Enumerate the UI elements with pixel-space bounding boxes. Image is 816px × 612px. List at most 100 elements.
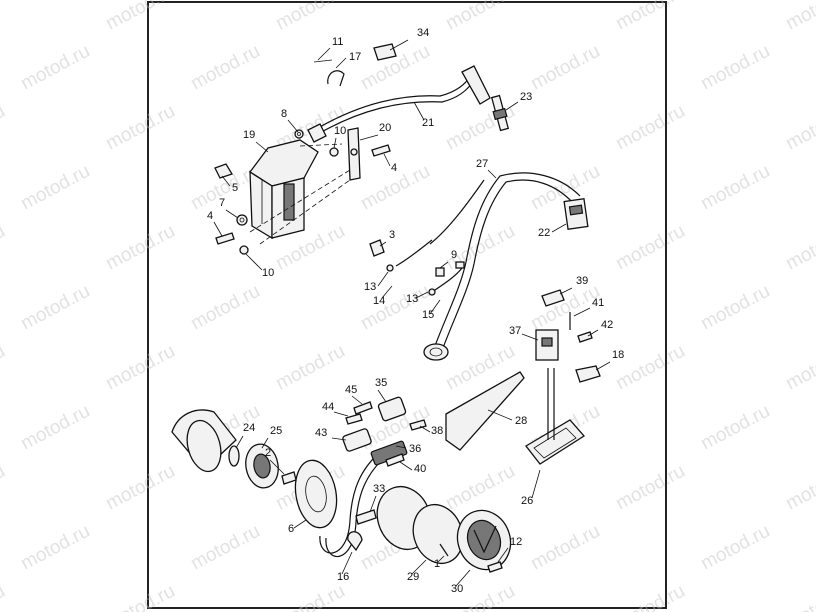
callout-38: 38 xyxy=(431,425,443,437)
leader-line xyxy=(221,175,231,187)
assembly-line xyxy=(259,179,351,245)
watermark-text: motod.ru xyxy=(697,41,773,95)
harness-leads xyxy=(386,239,465,296)
leader-line xyxy=(235,435,244,449)
watermark-text: motod.ru xyxy=(612,221,688,275)
leader-line xyxy=(399,461,413,471)
leader-line xyxy=(369,495,377,513)
watermark-text: motod.ru xyxy=(102,221,178,275)
leader-line xyxy=(551,223,567,233)
watermark-text: motod.ru xyxy=(17,161,93,215)
leader-line xyxy=(225,209,239,219)
spark-plug-boot xyxy=(461,65,491,105)
leader-line xyxy=(429,299,441,315)
callout-9: 9 xyxy=(451,249,457,261)
leader-line xyxy=(359,134,379,141)
watermark-text: motod.ru xyxy=(102,341,178,395)
callout-13: 13 xyxy=(406,293,418,305)
leader-line xyxy=(531,469,541,499)
leader-line xyxy=(587,329,599,337)
watermark-text: motod.ru xyxy=(102,101,178,155)
callout-4: 4 xyxy=(207,210,213,222)
callout-17: 17 xyxy=(349,51,361,63)
watermark-text: motod.ru xyxy=(102,0,178,34)
watermark-text: motod.ru xyxy=(782,0,816,34)
leader-line xyxy=(383,153,391,167)
cable-bracket xyxy=(373,43,397,61)
callout-19: 19 xyxy=(243,129,255,141)
leader-line xyxy=(333,137,337,149)
watermark-text: motod.ru xyxy=(0,0,9,34)
spark-plug xyxy=(490,94,510,132)
leader-line xyxy=(487,169,497,179)
watermark-text: motod.ru xyxy=(442,0,518,34)
callout-6: 6 xyxy=(288,523,294,535)
screw xyxy=(281,471,297,485)
timing-cover xyxy=(456,509,512,571)
watermark-text: motod.ru xyxy=(0,221,9,275)
leader-line xyxy=(255,141,269,153)
terminal xyxy=(409,419,427,431)
pin xyxy=(439,543,449,557)
watermark-text: motod.ru xyxy=(697,521,773,575)
callout-30: 30 xyxy=(451,583,463,595)
stator xyxy=(294,459,338,529)
callout-15: 15 xyxy=(422,309,434,321)
leader-line xyxy=(413,101,425,121)
leader-line xyxy=(559,287,573,295)
leader-line xyxy=(331,437,347,441)
boot xyxy=(214,163,233,179)
crankcase-cover xyxy=(171,409,237,473)
watermark-text: motod.ru xyxy=(357,41,433,95)
spark-plug-cable xyxy=(317,79,475,135)
watermark-text: motod.ru xyxy=(442,221,518,275)
watermark-text: motod.ru xyxy=(17,41,93,95)
callout-44: 44 xyxy=(322,401,334,413)
screw xyxy=(369,239,385,257)
leader-line xyxy=(411,559,427,575)
watermark-text: motod.ru xyxy=(17,521,93,575)
callout-7: 7 xyxy=(219,197,225,209)
leader-line xyxy=(335,57,347,69)
watermark-text: motod.ru xyxy=(697,281,773,335)
retaining-clip xyxy=(347,531,363,552)
callout-20: 20 xyxy=(379,122,391,134)
watermark-text: motod.ru xyxy=(0,461,9,515)
callout-36: 36 xyxy=(409,443,421,455)
watermark-text: motod.ru xyxy=(782,341,816,395)
watermark-text: motod.ru xyxy=(782,461,816,515)
connector-cap xyxy=(541,289,565,307)
leader-line xyxy=(419,425,431,433)
main-wire-harness xyxy=(439,179,575,357)
screw xyxy=(371,144,391,157)
leader-line xyxy=(317,47,331,61)
leader-line xyxy=(287,119,299,133)
callout-10: 10 xyxy=(262,267,274,279)
coil-terminal-boot xyxy=(307,123,327,143)
leader-line xyxy=(377,271,389,287)
cable-clip xyxy=(313,59,345,87)
terminal xyxy=(385,453,405,467)
screw xyxy=(355,509,377,525)
leader-line xyxy=(521,333,539,341)
leader-line xyxy=(333,411,349,417)
callout-21: 21 xyxy=(422,117,434,129)
stator-plug xyxy=(342,428,372,452)
leader-line xyxy=(351,395,363,405)
watermark-text: motod.ru xyxy=(272,0,348,34)
leader-line xyxy=(497,547,509,563)
watermark-text: motod.ru xyxy=(272,341,348,395)
callout-24: 24 xyxy=(243,422,255,434)
regulator-bracket xyxy=(445,371,525,451)
watermark-text: motod.ru xyxy=(782,101,816,155)
washer xyxy=(236,214,248,226)
spark-plug-cable xyxy=(317,75,471,129)
leader-line xyxy=(341,551,353,575)
main-wire-harness xyxy=(431,172,581,355)
callout-5: 5 xyxy=(232,182,238,194)
nut xyxy=(294,129,304,139)
callout-26: 26 xyxy=(521,495,533,507)
stator-lead xyxy=(319,451,381,554)
terminal xyxy=(345,413,363,425)
watermark-text: motod.ru xyxy=(782,581,816,612)
